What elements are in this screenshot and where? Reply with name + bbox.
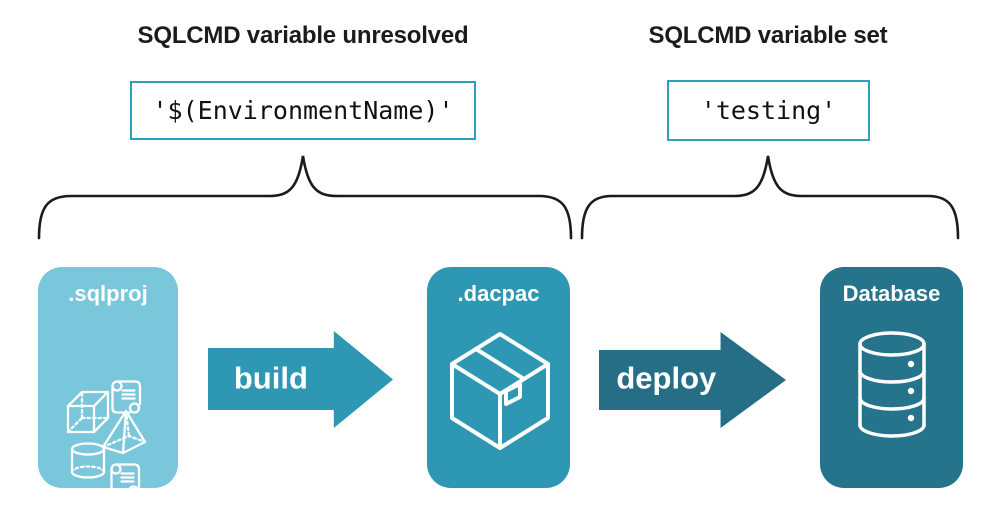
build-arrow: build <box>208 331 393 428</box>
cube-icon <box>66 390 110 434</box>
node-dacpac-label: .dacpac <box>457 281 540 306</box>
package-icon <box>450 332 550 450</box>
deploy-arrow-label: deploy <box>616 360 717 396</box>
script-icon <box>110 463 141 497</box>
database-icon <box>858 331 926 438</box>
heading-set: SQLCMD variable set <box>648 22 888 49</box>
code-box-set: 'testing' <box>667 80 870 141</box>
node-dacpac: .dacpac <box>427 267 570 488</box>
heading-unresolved: SQLCMD variable unresolved <box>137 22 469 49</box>
sql-objects-icon <box>66 380 146 497</box>
right-brace <box>580 155 960 240</box>
node-sqlproj-label: .sqlproj <box>68 281 148 306</box>
pyramid-icon <box>101 409 146 455</box>
left-brace <box>37 155 573 240</box>
code-value-unresolved: '$(EnvironmentName)' <box>152 96 454 125</box>
build-arrow-label: build <box>233 360 308 396</box>
node-database-label: Database <box>842 281 941 306</box>
code-box-unresolved: '$(EnvironmentName)' <box>130 81 476 140</box>
deploy-arrow: deploy <box>599 332 786 428</box>
node-database: Database <box>820 267 963 488</box>
code-value-set: 'testing' <box>700 96 837 125</box>
script-icon <box>111 380 142 414</box>
node-sqlproj: .sqlproj <box>38 267 178 497</box>
cylinder-icon <box>70 442 106 479</box>
